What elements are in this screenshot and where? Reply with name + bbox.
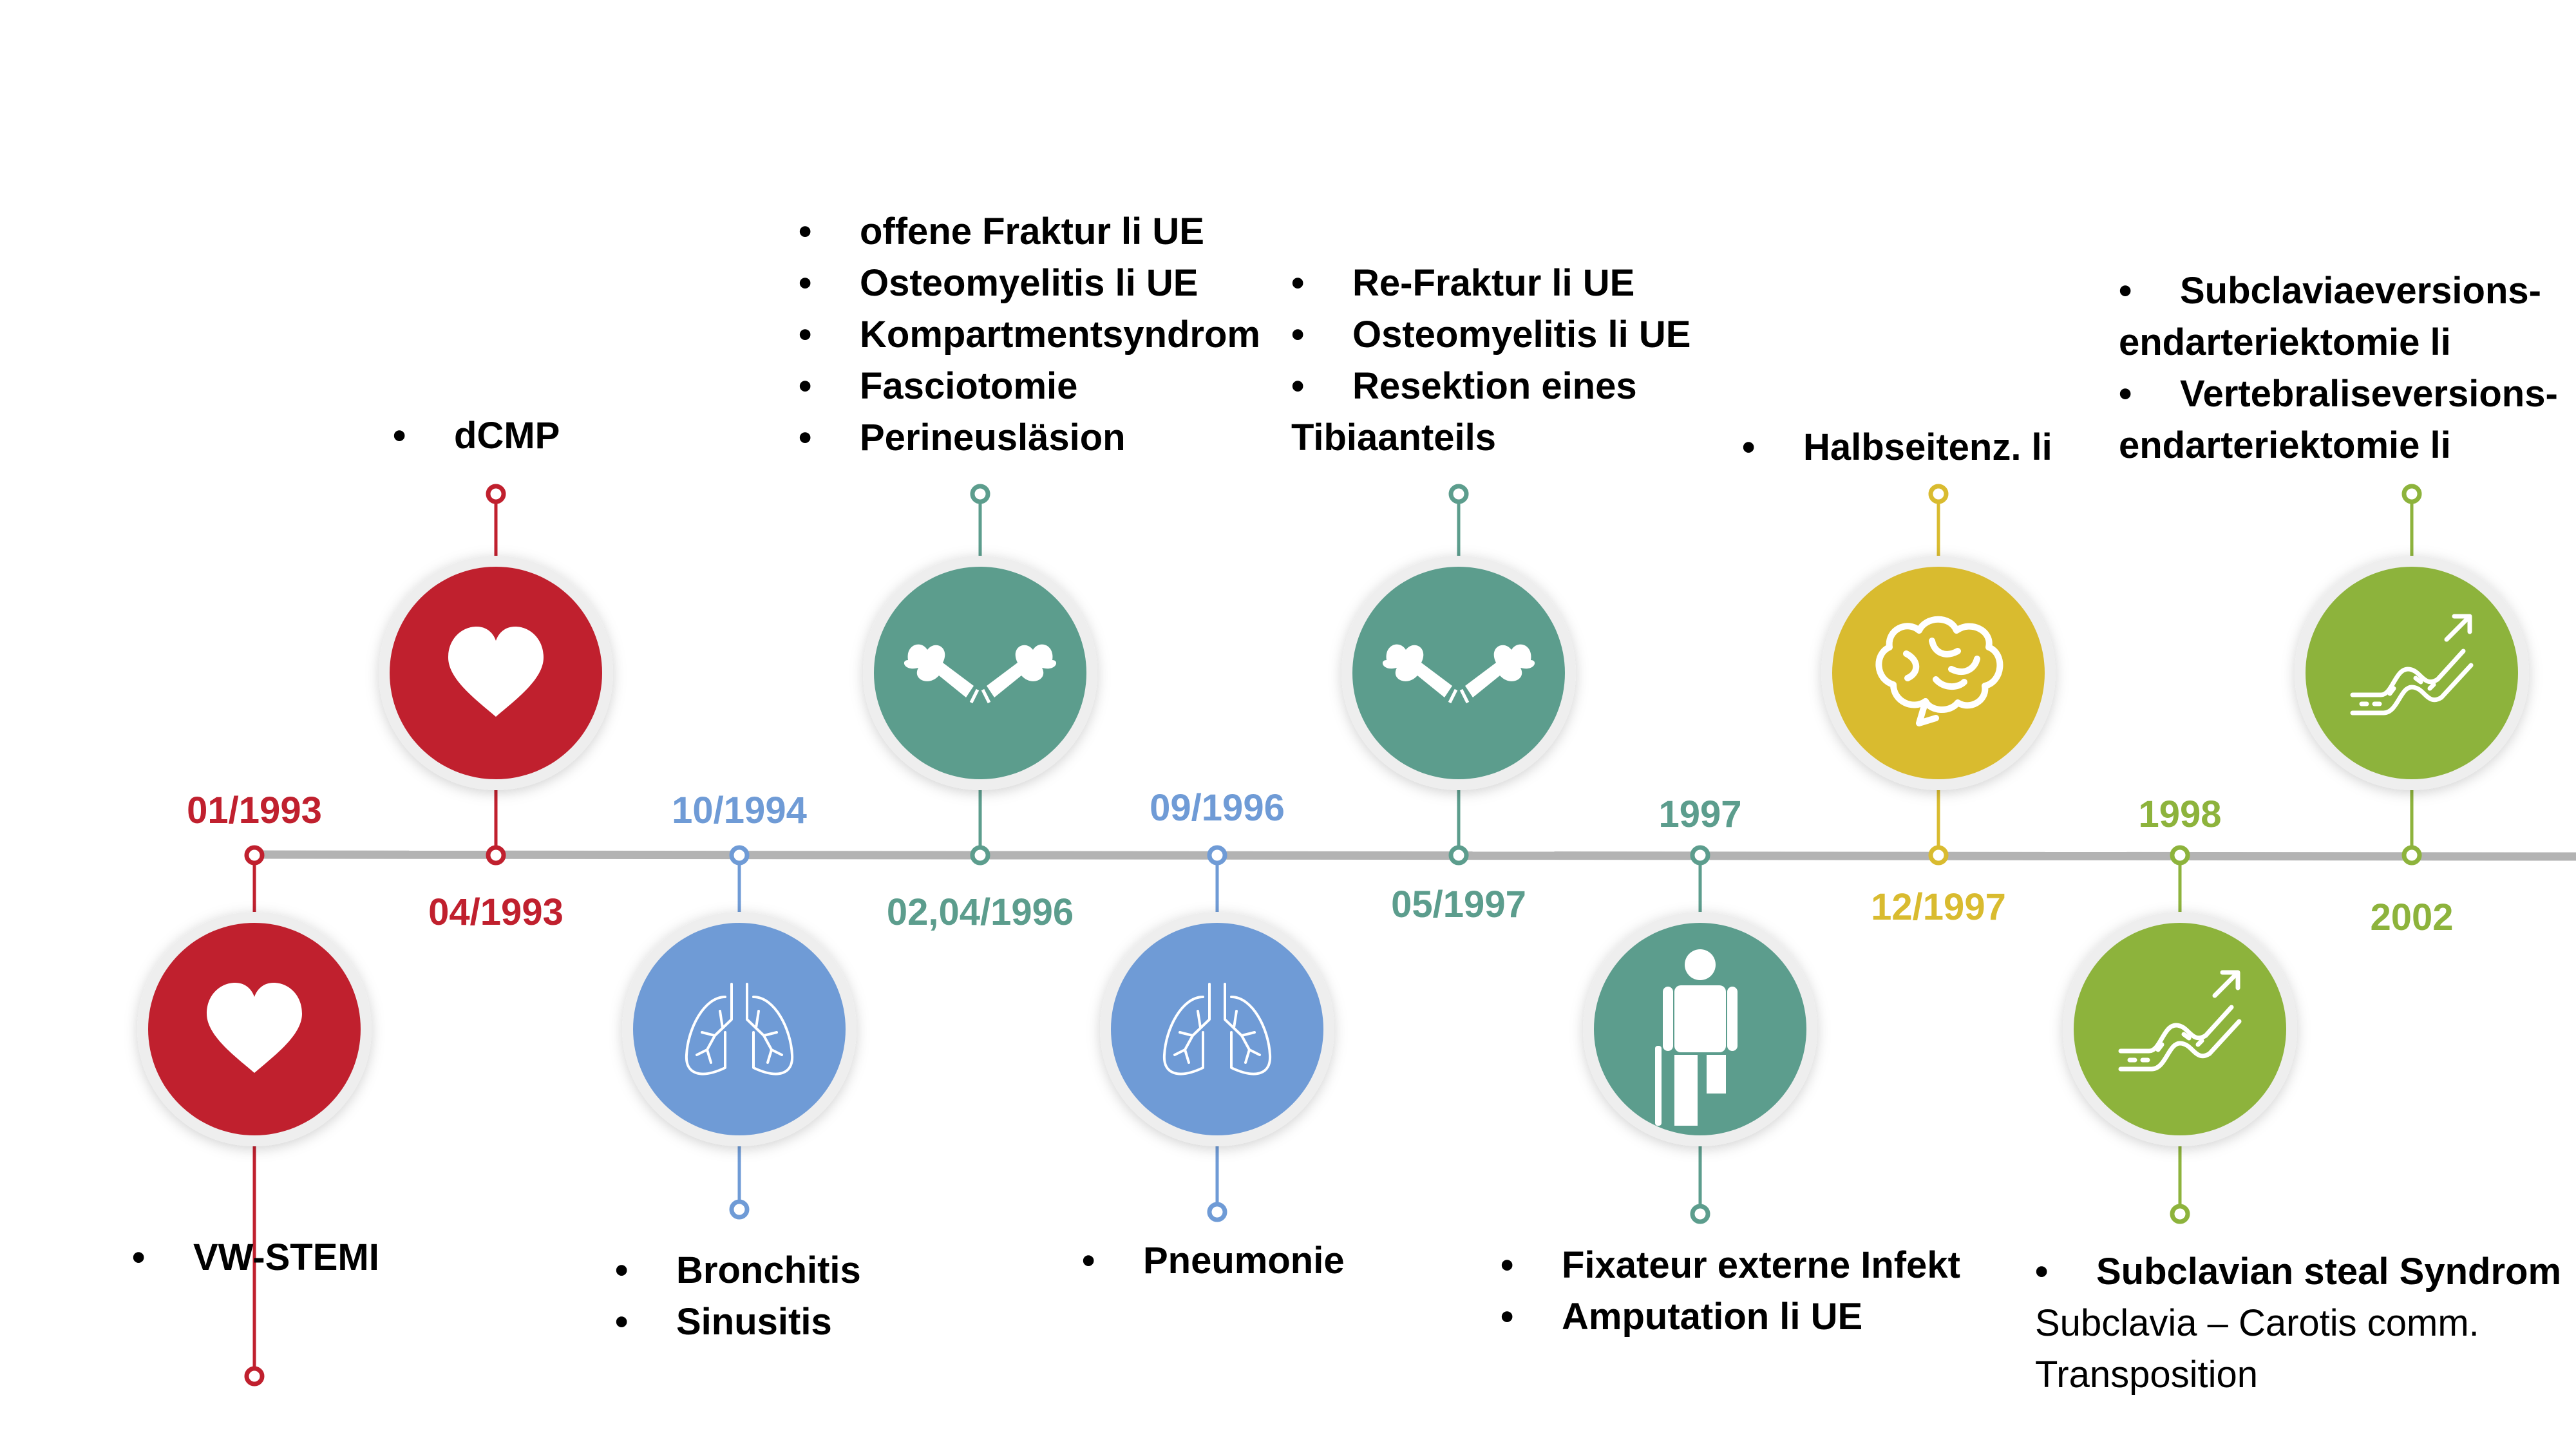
event-description: VW-STEMI [132, 1232, 379, 1283]
event-badge [1832, 567, 2045, 779]
event-description-item: Sinusitis [615, 1296, 861, 1348]
event-date: 01/1993 [187, 790, 322, 831]
event-badge [1111, 923, 1323, 1135]
event-description: offene Fraktur li UEOsteomyelitis li UEK… [799, 206, 1260, 464]
event-date: 02,04/1996 [886, 891, 1074, 933]
brain-icon [1875, 616, 2003, 726]
event-description-item: Subclaviaeversions- [2119, 265, 2558, 317]
timeline-event-10 [2295, 484, 2529, 866]
timeline-event-7 [1583, 845, 1817, 1224]
broken-bone-icon [904, 644, 1057, 704]
event-dot [1928, 484, 1949, 504]
event-description: Fixateur externe InfektAmputation li UE [1501, 1240, 1960, 1343]
event-description-item: Bronchitis [615, 1245, 861, 1296]
event-description: Subclaviaeversions-endarteriektomie liVe… [2119, 265, 2558, 471]
event-date: 12/1997 [1871, 886, 2006, 928]
event-dot [729, 845, 750, 866]
event-description-item: Resektion eines [1291, 361, 1690, 412]
event-description-item: Amputation li UE [1501, 1291, 1960, 1343]
event-description: Halbseitenz. li [1742, 422, 2052, 473]
timeline-event-3 [622, 845, 857, 1220]
event-dot [729, 1199, 750, 1220]
event-dot [2170, 1204, 2190, 1224]
event-description-item: Fixateur externe Infekt [1501, 1240, 1960, 1291]
broken-bone-icon [1382, 644, 1535, 704]
event-dot [1448, 845, 1469, 866]
lungs-icon [1162, 983, 1272, 1075]
event-description-item: VW-STEMI [132, 1232, 379, 1283]
timeline-event-5 [1100, 845, 1334, 1222]
event-date: 10/1994 [672, 790, 807, 831]
timeline-event-6 [1341, 484, 1576, 866]
event-dot [1207, 845, 1227, 866]
event-description-item: Pneumonie [1082, 1235, 1345, 1287]
event-description-item: Osteomyelitis li UE [1291, 309, 1690, 361]
event-date: 05/1997 [1391, 884, 1526, 925]
timeline-event-9 [2063, 845, 2297, 1224]
event-description-item: Subclavia – Carotis comm. [2035, 1302, 2479, 1344]
event-description-item: Tibiaanteils [1291, 417, 1497, 459]
event-dot [244, 845, 265, 866]
artery-stent-icon [2118, 970, 2242, 1072]
event-description-item: Osteomyelitis li UE [799, 258, 1260, 309]
timeline-axis [254, 850, 2576, 861]
event-badge [633, 923, 846, 1135]
event-date: 2002 [2370, 896, 2454, 938]
event-description-item: Kompartmentsyndrom [799, 309, 1260, 361]
timeline-event-8 [1821, 484, 2056, 866]
event-dot [1207, 1202, 1227, 1222]
event-description-item: Fasciotomie [799, 361, 1260, 412]
event-description-item: Re-Fraktur li UE [1291, 258, 1690, 309]
event-date: 09/1996 [1150, 787, 1285, 829]
lungs-icon [685, 983, 794, 1075]
heart-icon [207, 983, 302, 1073]
event-description-item: Vertebraliseversions- [2119, 368, 2558, 420]
event-description-item: Perineusläsion [799, 412, 1260, 464]
event-badge [1352, 567, 1565, 779]
event-dot [1690, 1204, 1710, 1224]
heart-icon [448, 627, 544, 717]
timeline-event-1 [137, 845, 372, 1387]
event-dot [486, 845, 506, 866]
event-description: Pneumonie [1082, 1235, 1345, 1287]
event-description: BronchitisSinusitis [615, 1245, 861, 1348]
timeline-event-4 [863, 484, 1097, 866]
event-date: 04/1993 [428, 891, 564, 933]
event-description-item: Transposition [2035, 1354, 2259, 1396]
event-description-item: offene Fraktur li UE [799, 206, 1260, 258]
event-description-item: endarteriektomie li [2119, 321, 2451, 363]
event-dot [1448, 484, 1469, 504]
event-description-item: Subclavian steal Syndrom [2035, 1246, 2561, 1298]
event-badge [2074, 923, 2286, 1135]
event-badge [874, 567, 1086, 779]
artery-stent-icon [2350, 614, 2474, 715]
event-dot [2401, 484, 2422, 504]
event-date: 1998 [2138, 793, 2222, 835]
event-dot [244, 1366, 265, 1387]
event-description-item: endarteriektomie li [2119, 424, 2451, 466]
event-dot [486, 484, 506, 504]
event-dot [2170, 845, 2190, 866]
timeline-event-2 [379, 484, 613, 866]
event-dot [1690, 845, 1710, 866]
event-description-item: Halbseitenz. li [1742, 422, 2052, 473]
event-dot [2401, 845, 2422, 866]
event-description: Re-Fraktur li UEOsteomyelitis li UEResek… [1291, 258, 1690, 464]
event-dot [1928, 845, 1949, 866]
amputee-icon [1655, 949, 1738, 1126]
event-badge [2306, 567, 2518, 779]
event-description-item: dCMP [393, 410, 560, 462]
event-date: 1997 [1658, 793, 1742, 835]
event-dot [970, 484, 990, 504]
event-description: dCMP [393, 410, 560, 462]
event-dot [970, 845, 990, 866]
